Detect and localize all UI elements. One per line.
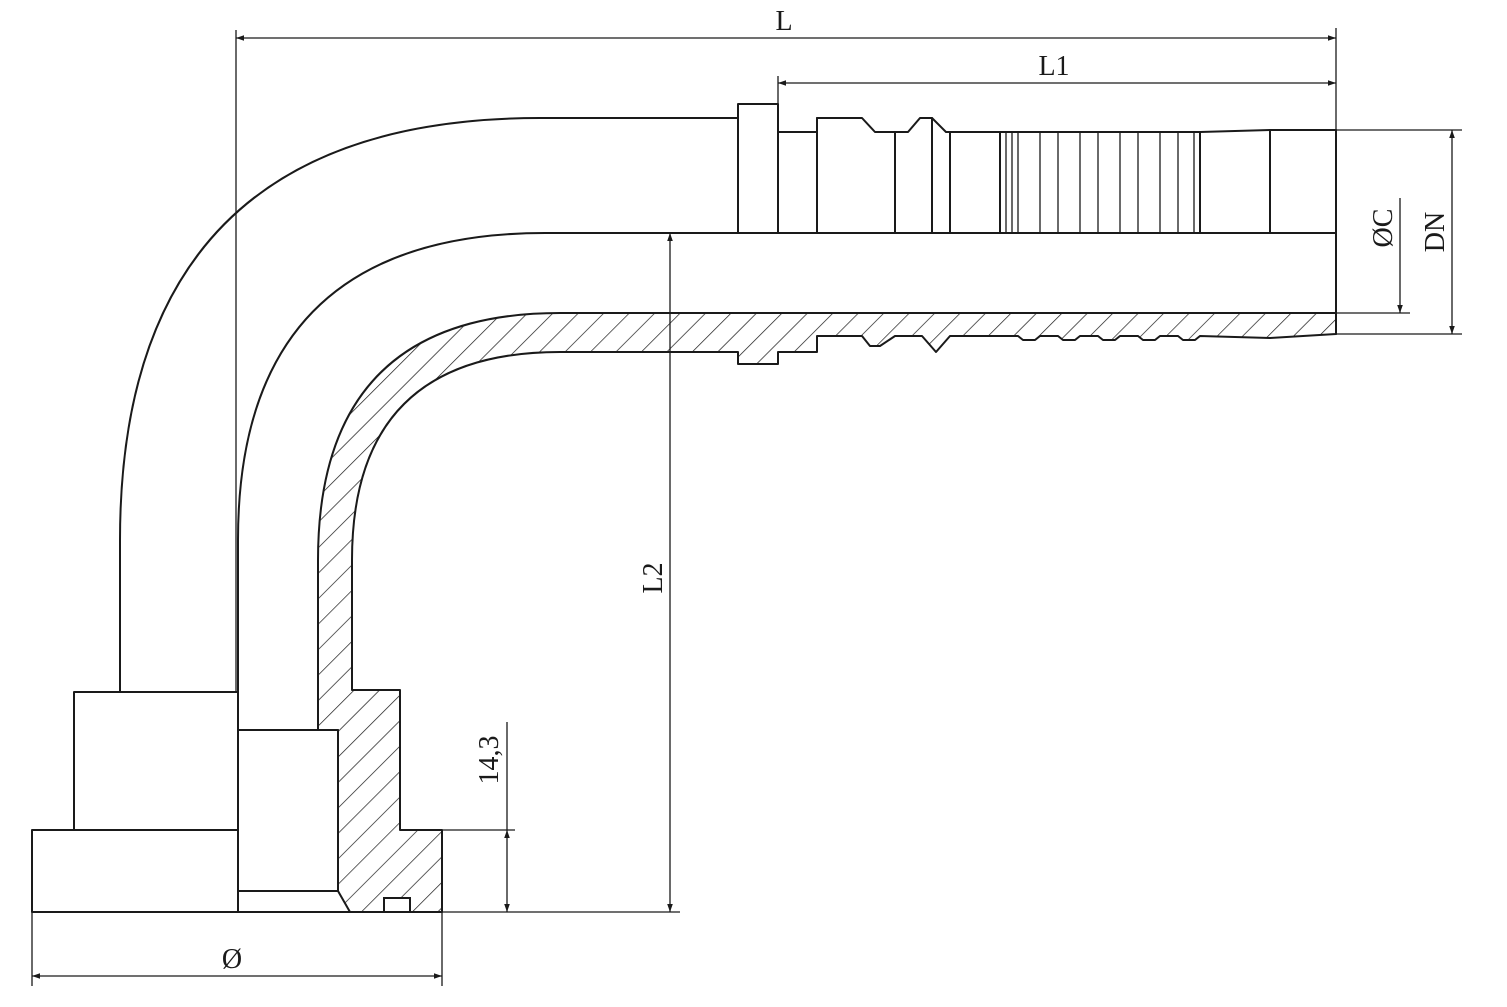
flange-groove (383, 897, 411, 913)
bend-outer-contour (119, 117, 739, 693)
bend-inner-contour (237, 232, 739, 693)
sectioned-wall (317, 312, 1337, 913)
label-flange-height: 14,3 (474, 736, 505, 785)
label-l2: L2 (638, 562, 669, 593)
label-l1: L1 (1038, 51, 1069, 82)
label-dn: DN (1420, 212, 1451, 252)
hose-fitting (737, 103, 1337, 234)
label-flange-diameter: Ø (222, 944, 242, 975)
label-c: ØC (1368, 209, 1399, 248)
flange (31, 691, 351, 913)
label-l: L (775, 6, 792, 37)
